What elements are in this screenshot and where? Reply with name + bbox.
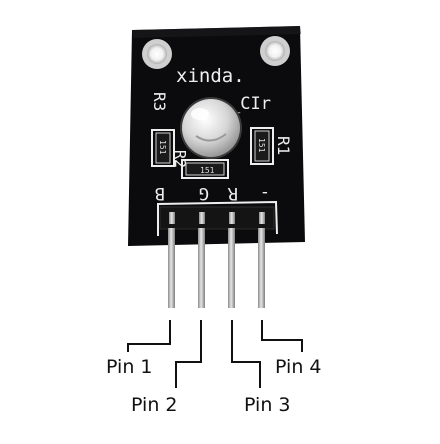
header-label-gnd: - — [260, 183, 270, 203]
resistor-label-r2: R2 — [171, 150, 189, 168]
leader-line-pin2 — [175, 320, 202, 388]
resistor-label-r1: R1 — [274, 136, 293, 155]
smd-resistor-r2: 151 — [181, 159, 229, 179]
header-pin-3 — [228, 212, 235, 308]
smd-resistor-r3: 151 — [151, 129, 175, 167]
rgb-led — [180, 97, 242, 159]
header-label-r: R — [227, 183, 238, 203]
resistor-code-r3: 151 — [158, 140, 167, 155]
brand-text: xinda. — [176, 65, 245, 87]
pin-2-label: Pin 2 — [131, 394, 178, 416]
pin-header-block — [159, 206, 275, 230]
resistor-code-r2: 151 — [200, 166, 215, 175]
resistor-label-r3: R3 — [150, 92, 169, 111]
mounting-hole-right — [260, 36, 290, 66]
pin-3-label: Pin 3 — [244, 394, 291, 416]
leader-line-pin4 — [261, 320, 303, 352]
pin-4-label: Pin 4 — [275, 356, 322, 378]
header-pin-4 — [258, 212, 265, 308]
leader-line-pin3 — [231, 320, 261, 388]
header-pin-2 — [198, 212, 205, 308]
header-pin-1 — [168, 212, 175, 308]
smd-resistor-r1: 151 — [250, 127, 274, 165]
part-code-text: _CIr — [230, 94, 271, 114]
pin-1-label: Pin 1 — [106, 356, 153, 378]
header-label-b: B — [155, 183, 165, 203]
header-label-g: G — [199, 183, 209, 203]
header-silkscreen — [157, 200, 278, 236]
resistor-code-r1: 151 — [257, 138, 266, 153]
leader-line-pin1 — [127, 320, 171, 352]
mounting-hole-left — [142, 39, 172, 69]
